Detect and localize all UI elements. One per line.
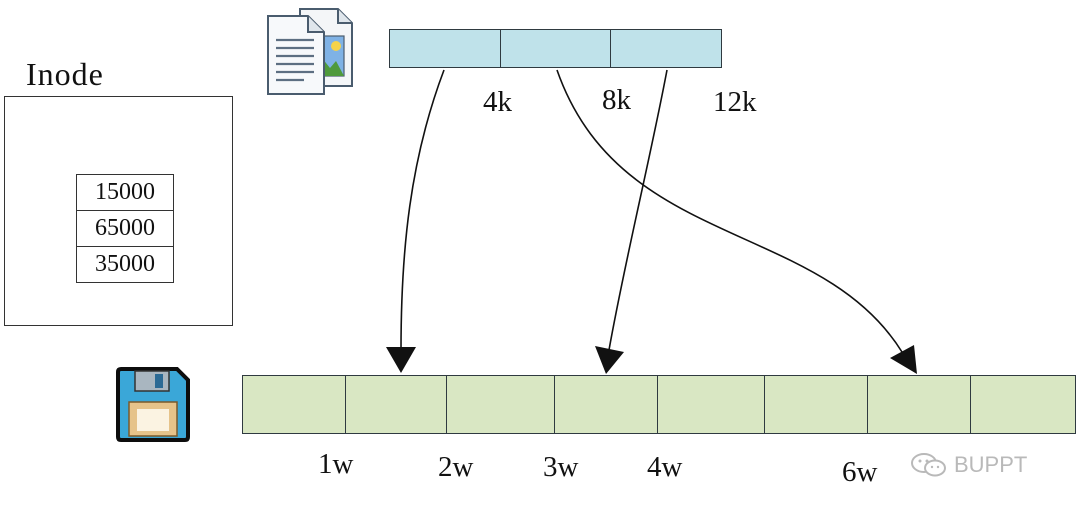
arrowhead bbox=[890, 345, 917, 374]
disk-block-label: 2w bbox=[438, 451, 474, 483]
watermark-text: BUPPT bbox=[954, 452, 1028, 477]
disk-block-label: 6w bbox=[842, 456, 878, 488]
inode-title: Inode bbox=[26, 56, 104, 92]
watermark: BUPPT bbox=[910, 452, 1027, 478]
disk-block-strip bbox=[242, 375, 1076, 434]
file-block bbox=[389, 29, 501, 68]
file-offset-label: 8k bbox=[602, 84, 631, 116]
disk-block bbox=[345, 375, 447, 434]
arrowhead bbox=[595, 346, 624, 374]
arrowhead bbox=[386, 347, 416, 373]
disk-block bbox=[242, 375, 346, 434]
disk-block bbox=[446, 375, 555, 434]
disk-block bbox=[657, 375, 765, 434]
inode-table: 15000 65000 35000 bbox=[76, 174, 174, 283]
disk-block bbox=[764, 375, 868, 434]
inode-box bbox=[4, 96, 233, 326]
floppy-disk-icon bbox=[116, 367, 190, 442]
file-block bbox=[610, 29, 723, 68]
disk-block-label: 1w bbox=[318, 448, 354, 480]
file-offset-label: 12k bbox=[713, 86, 757, 118]
disk-block-label: 4w bbox=[647, 451, 683, 483]
file-block-strip bbox=[389, 29, 723, 68]
file-block bbox=[499, 29, 612, 68]
disk-block-label: 3w bbox=[543, 451, 579, 483]
inode-entry: 65000 bbox=[76, 210, 174, 247]
disk-block bbox=[554, 375, 658, 434]
wechat-icon bbox=[911, 453, 946, 477]
inode-entry: 15000 bbox=[76, 174, 174, 211]
file-offset-label: 4k bbox=[483, 86, 512, 118]
disk-block bbox=[867, 375, 971, 434]
inode-entry: 35000 bbox=[76, 246, 174, 283]
disk-block bbox=[970, 375, 1076, 434]
mapping-arrow bbox=[400, 69, 445, 351]
file-icon bbox=[267, 8, 353, 95]
